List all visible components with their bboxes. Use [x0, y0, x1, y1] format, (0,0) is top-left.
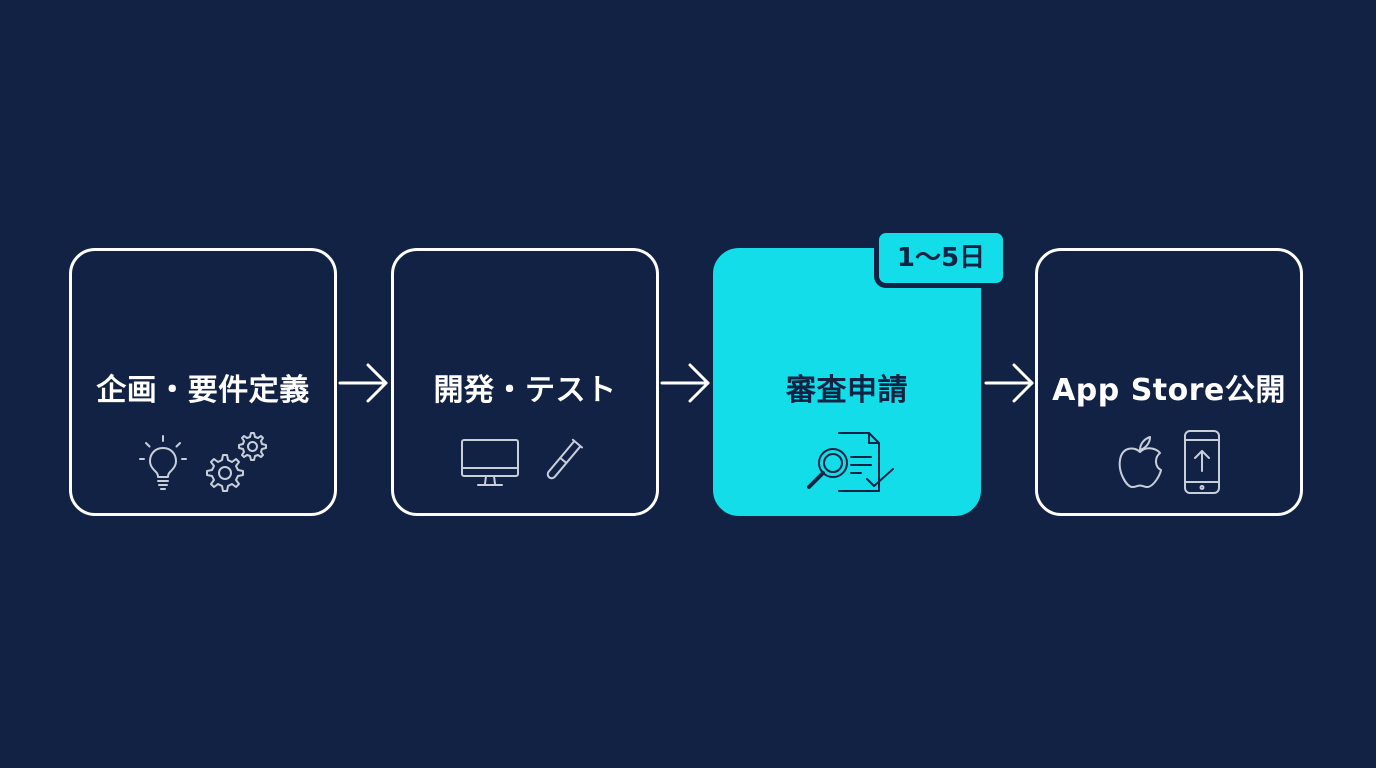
gears-icon — [204, 431, 270, 493]
step-label: 企画・要件定義 — [96, 373, 310, 408]
step-label: 開発・テスト — [433, 373, 617, 408]
step-planning: 企画・要件定義 — [69, 248, 337, 516]
step-review-submission: 審査申請 — [713, 248, 981, 516]
step-icons — [716, 427, 978, 497]
test-tube-icon — [534, 434, 590, 490]
step-label: App Store公開 — [1052, 373, 1286, 408]
duration-badge: 1〜5日 — [874, 228, 1008, 288]
document-review-icon — [797, 427, 897, 497]
apple-logo-icon — [1114, 432, 1166, 492]
step-development-test: 開発・テスト — [391, 248, 659, 516]
arrow-right-icon — [338, 363, 388, 403]
smartphone-upload-icon — [1180, 429, 1224, 495]
arrow-right-icon — [660, 363, 710, 403]
step-icons — [72, 427, 334, 497]
step-icons — [1038, 427, 1300, 497]
arrow-right-icon — [984, 363, 1034, 403]
monitor-icon — [460, 434, 520, 490]
lightbulb-icon — [136, 432, 190, 492]
step-icons — [394, 427, 656, 497]
step-label: 審査申請 — [786, 373, 908, 408]
step-app-store-release: App Store公開 — [1035, 248, 1303, 516]
